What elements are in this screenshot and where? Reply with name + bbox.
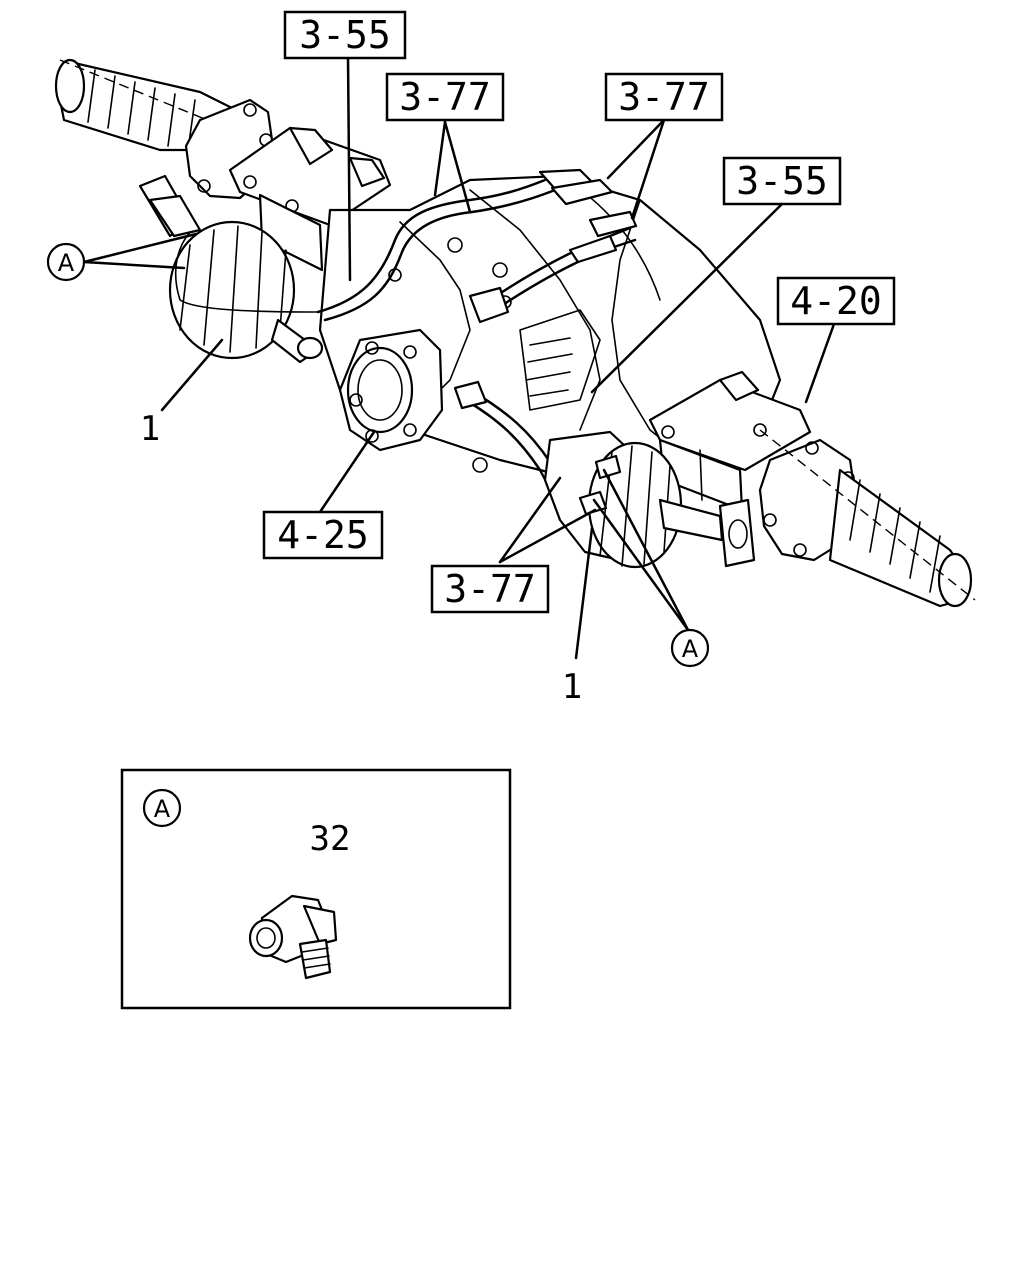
detail-part-number-32: 32 <box>310 819 351 859</box>
right-flange <box>758 438 858 562</box>
elbow-fitting-icon <box>248 894 338 980</box>
detail-marker-a-left: A <box>46 242 86 282</box>
svg-text:A: A <box>154 795 171 823</box>
svg-text:A: A <box>58 249 75 277</box>
svg-text:3-77: 3-77 <box>618 75 710 119</box>
detail-box-marker: A <box>142 788 182 828</box>
brake-lines <box>316 168 638 542</box>
callout-4-20: 4-20 <box>776 276 896 326</box>
leader-lines <box>82 54 836 906</box>
svg-text:A: A <box>682 635 699 663</box>
right-spring-seat <box>648 370 812 512</box>
callout-3-55-top: 3-55 <box>283 10 407 60</box>
svg-text:4-25: 4-25 <box>277 513 369 557</box>
detail-marker-a-bottom: A <box>670 628 710 668</box>
callout-3-77-center: 3-77 <box>385 72 505 122</box>
axle-housing-drawing <box>54 58 976 608</box>
left-brake-chamber <box>138 174 324 364</box>
callout-3-77-right: 3-77 <box>604 72 724 122</box>
pinion-flange <box>338 328 444 452</box>
detail-box-a: A 32 <box>120 768 512 1010</box>
part-number-1-left: 1 <box>140 409 160 449</box>
callout-4-25: 4-25 <box>262 510 384 560</box>
svg-text:4-20: 4-20 <box>790 279 882 323</box>
callout-3-55-right: 3-55 <box>722 156 842 206</box>
svg-text:3-77: 3-77 <box>444 567 536 611</box>
svg-text:3-55: 3-55 <box>299 13 391 57</box>
callout-3-77-bottom: 3-77 <box>430 564 550 614</box>
svg-text:3-55: 3-55 <box>736 159 828 203</box>
right-axle-tube <box>759 429 976 608</box>
right-brake-chamber <box>543 430 756 569</box>
part-number-1-bottom: 1 <box>562 667 582 707</box>
svg-text:3-77: 3-77 <box>399 75 491 119</box>
